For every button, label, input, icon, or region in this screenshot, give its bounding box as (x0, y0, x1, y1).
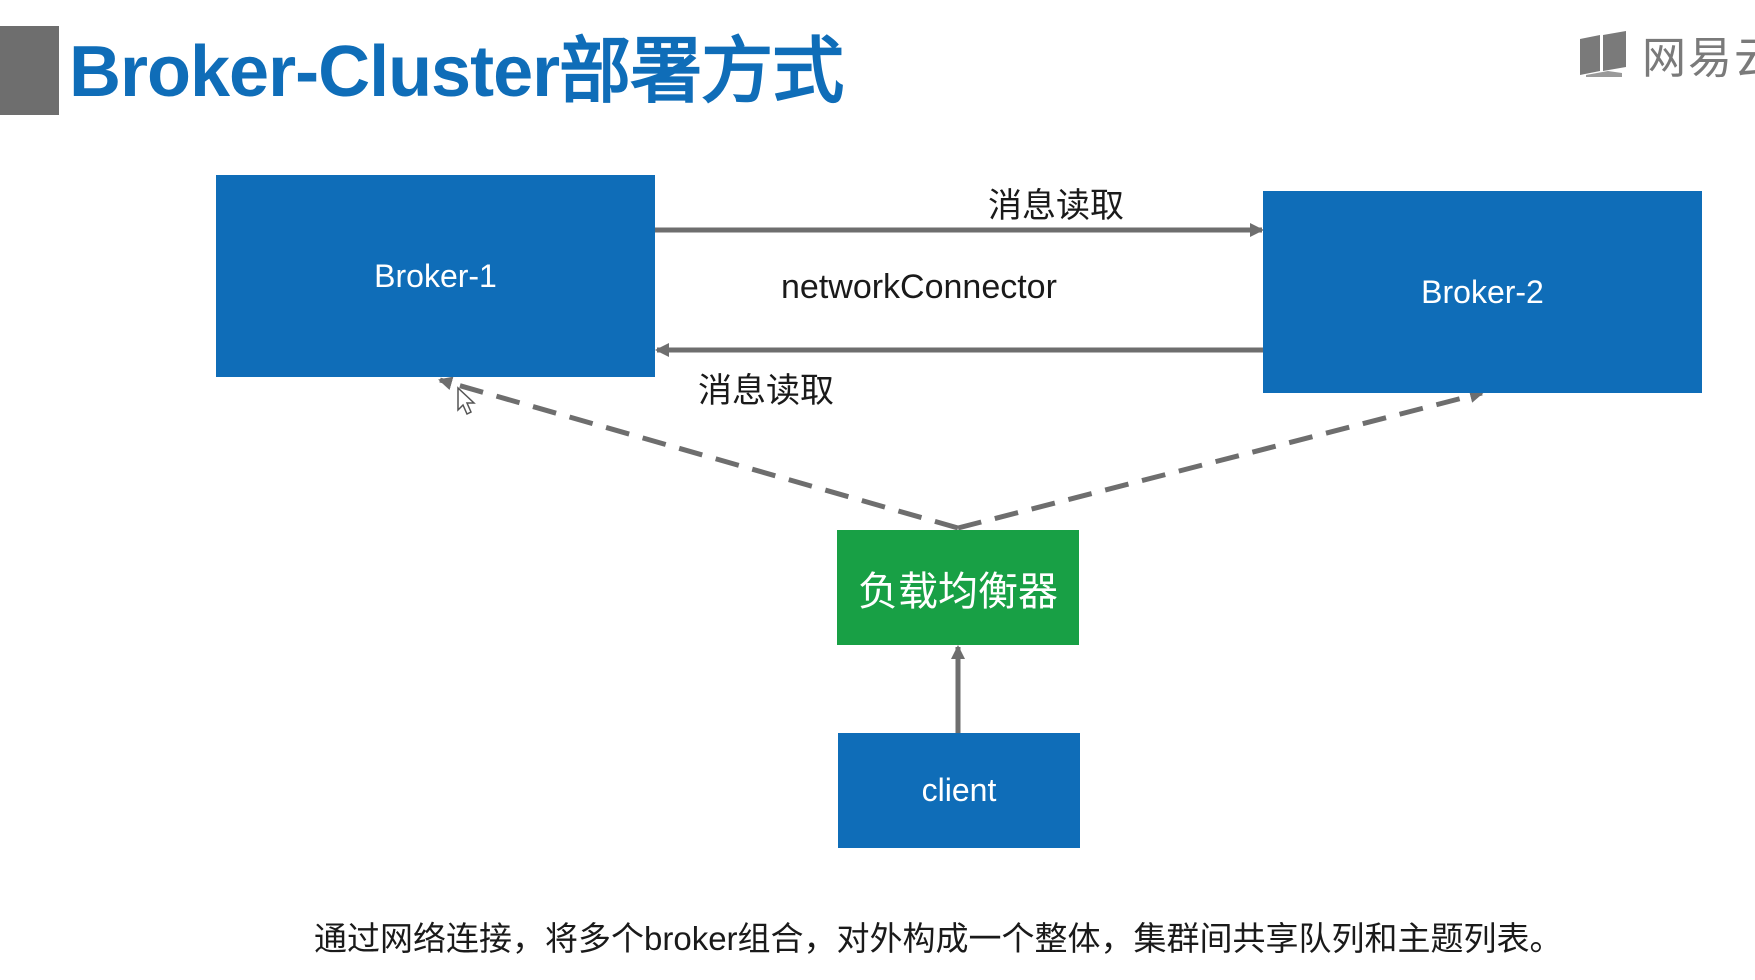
dashed-arrow-lb-to-broker1 (438, 376, 959, 531)
client-node: client (838, 733, 1080, 848)
edge-label-bottom: 消息读取 (698, 372, 834, 410)
logo-text: 网易云 (1642, 34, 1755, 83)
mouse-cursor-icon (457, 386, 476, 416)
logo: 网易云 (1578, 26, 1755, 83)
load-balancer-node: 负载均衡器 (837, 530, 1079, 645)
load-balancer-label: 负载均衡器 (858, 569, 1058, 614)
page-title: Broker-Cluster部署方式 (69, 32, 844, 112)
broker-1-label: Broker-1 (374, 257, 497, 294)
broker-1-node: Broker-1 (216, 175, 655, 377)
client-label: client (921, 772, 997, 808)
title-accent-bar (0, 26, 59, 115)
edge-label-top: 消息读取 (988, 187, 1124, 225)
book-icon (1580, 31, 1626, 77)
broker-2-node: Broker-2 (1263, 191, 1702, 393)
edge-label-network-connector: networkConnector (781, 268, 1057, 306)
dashed-arrow-lb-to-broker2 (957, 389, 1484, 531)
caption: 通过网络连接，将多个broker组合，对外构成一个整体，集群间共享队列和主题列表… (314, 920, 1563, 957)
broker-2-label: Broker-2 (1421, 273, 1544, 310)
